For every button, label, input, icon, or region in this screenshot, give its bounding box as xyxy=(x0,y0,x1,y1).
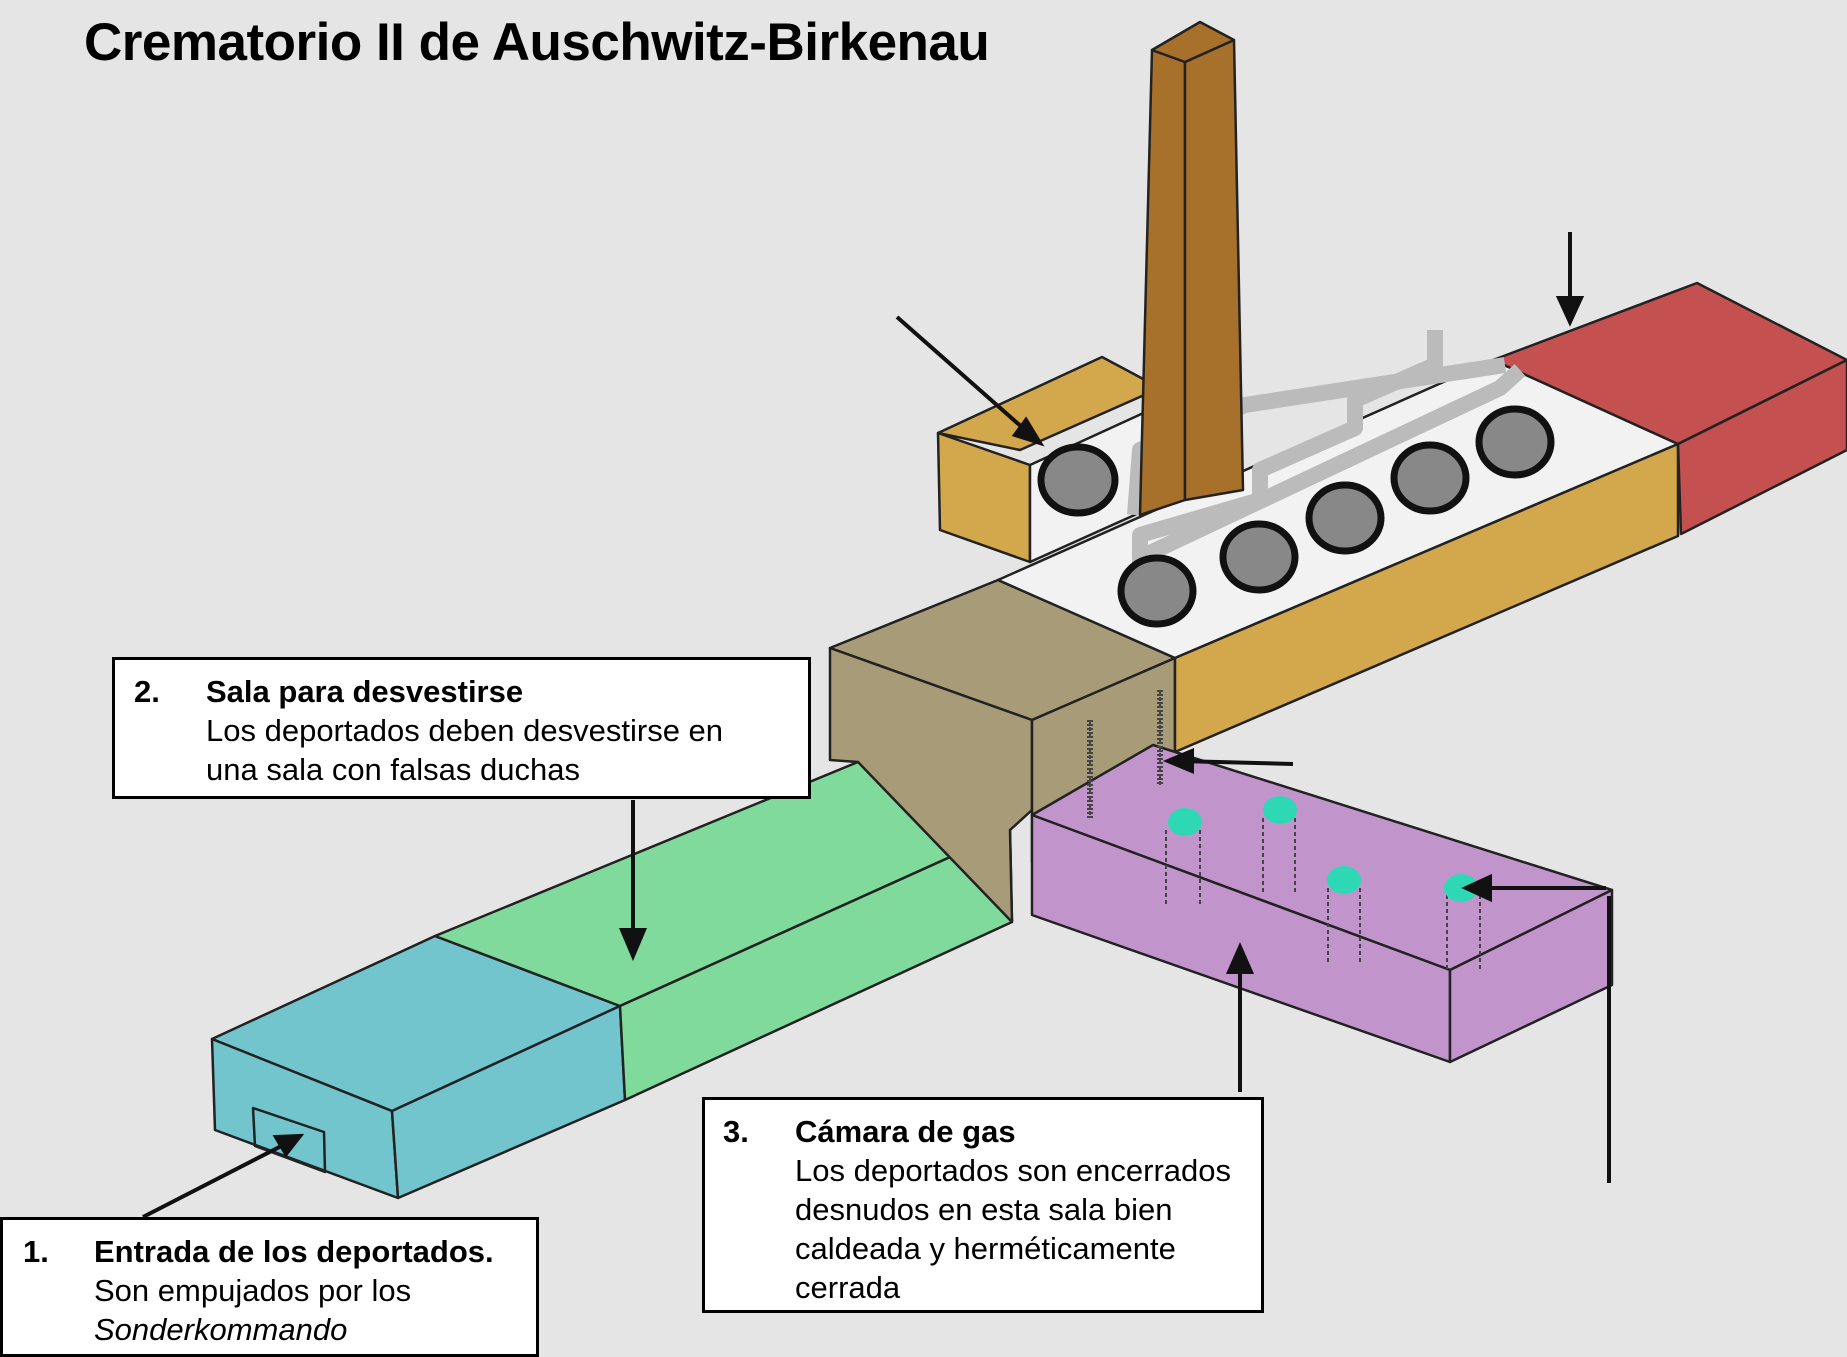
callout-number: 2. xyxy=(134,674,160,709)
zyklon-vent-icon xyxy=(1444,874,1478,902)
entrance-door xyxy=(251,1106,327,1174)
coke-store-block xyxy=(1491,281,1847,536)
chimney-left-face xyxy=(1138,48,1187,517)
zyklon-vent-icon xyxy=(1168,808,1202,836)
zyklon-vent-icon xyxy=(1263,796,1297,824)
arrow-icon xyxy=(142,1138,294,1219)
callout-heading: Cámara de gas xyxy=(795,1114,1016,1149)
callout-gas-chamber: 3. Cámara de gas Los deportados son ence… xyxy=(702,1097,1264,1313)
chimney-right-face xyxy=(1183,38,1245,502)
arrows xyxy=(142,232,1611,1219)
callout-number: 1. xyxy=(23,1234,49,1269)
furnace-icon xyxy=(1037,443,1119,517)
callout-body: Sala para desvestirse Los deportados deb… xyxy=(206,672,723,789)
callout-heading: Entrada de los deportados. xyxy=(94,1234,494,1269)
furnace-icon xyxy=(1305,481,1385,555)
wall-hatches xyxy=(1087,690,1163,818)
furnace-icon xyxy=(1475,405,1555,479)
arrow-icon xyxy=(895,315,1034,438)
entrance-block xyxy=(210,934,627,1200)
callout-heading: Sala para desvestirse xyxy=(206,674,524,709)
callout-undressing-room: 2. Sala para desvestirse Los deportados … xyxy=(112,657,811,799)
gas-chamber-block xyxy=(1030,743,1614,1064)
callout-body: Entrada de los deportados. Son empujados… xyxy=(94,1232,494,1349)
page-title: Crematorio II de Auschwitz-Birkenau xyxy=(84,13,990,72)
callout-line: Los deportados son encerrados xyxy=(795,1153,1232,1188)
chimney-icon xyxy=(1138,20,1245,517)
furnace-icon xyxy=(1219,520,1299,594)
callout-italic: Sonderkommando xyxy=(94,1312,348,1347)
callout-line: una sala con falsas duchas xyxy=(206,752,580,787)
coke-store-front xyxy=(1676,358,1847,536)
callout-line: desnudos en esta sala bien xyxy=(795,1192,1173,1227)
zyklon-vent-icon xyxy=(1327,866,1361,894)
zyklon-vents xyxy=(1168,796,1478,902)
callout-line: Son empujados por los xyxy=(94,1273,412,1308)
gas-chamber-side xyxy=(1448,888,1614,1064)
furnace-hall-front-wall xyxy=(1173,442,1680,754)
callout-line: caldeada y herméticamente xyxy=(795,1231,1176,1266)
callout-body: Cámara de gas Los deportados son encerra… xyxy=(795,1112,1231,1307)
chimney-top xyxy=(1150,20,1236,64)
callout-number: 3. xyxy=(723,1114,749,1149)
furnace-icon xyxy=(1117,554,1197,628)
furnaces xyxy=(1037,405,1555,628)
callout-entrance: 1. Entrada de los deportados. Son empuja… xyxy=(0,1217,539,1357)
small-annex-front xyxy=(936,431,1032,564)
furnace-icon xyxy=(1390,441,1470,515)
arrow-icon xyxy=(1179,759,1294,766)
callout-line: Los deportados deben desvestirse en xyxy=(206,713,724,748)
callout-line: cerrada xyxy=(795,1270,901,1305)
